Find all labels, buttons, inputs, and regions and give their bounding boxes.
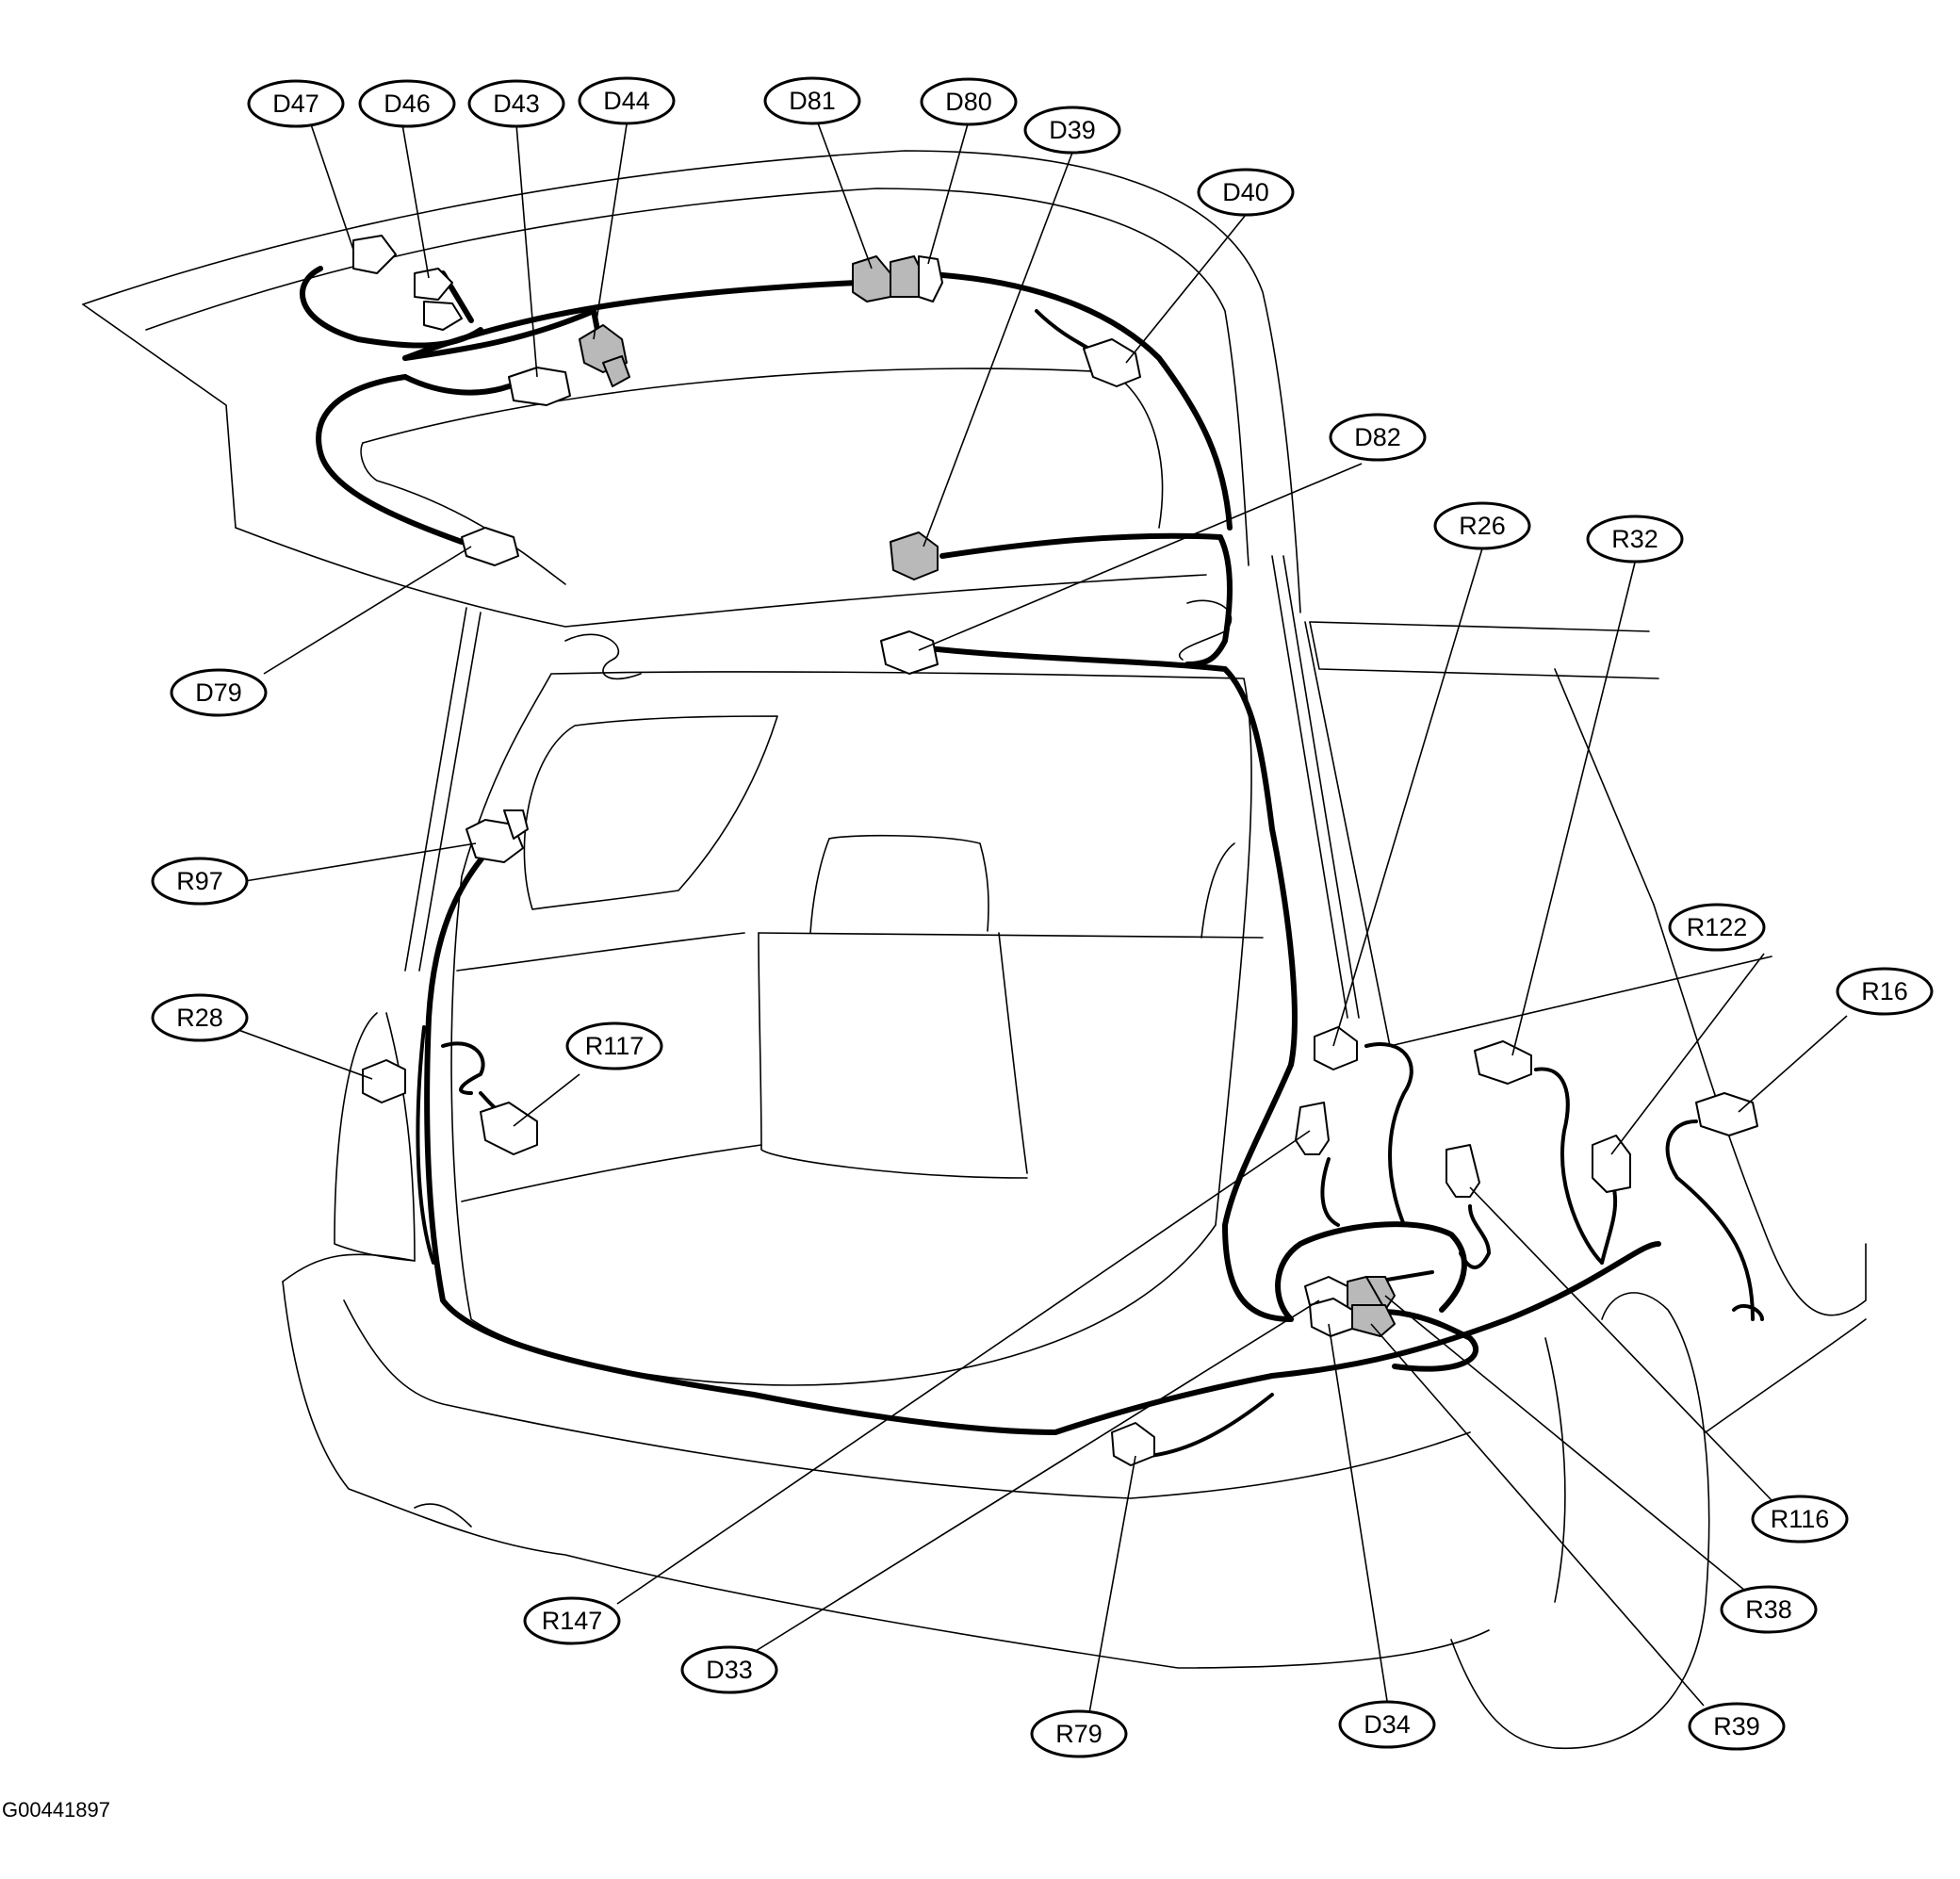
connector-r39	[1351, 1304, 1396, 1337]
callout-d47: D47	[247, 79, 345, 128]
callout-d82: D82	[1329, 413, 1427, 462]
connector-r147	[1295, 1102, 1330, 1155]
callout-d40: D40	[1197, 168, 1295, 217]
callout-d44: D44	[578, 76, 676, 125]
callout-d34: D34	[1338, 1700, 1436, 1749]
svg-text:D79: D79	[195, 678, 242, 707]
callout-d81: D81	[763, 76, 861, 125]
connector-r28	[362, 1059, 406, 1103]
callout-r122: R122	[1668, 903, 1766, 952]
svg-text:R32: R32	[1611, 525, 1658, 553]
svg-text:D40: D40	[1222, 178, 1269, 206]
svg-text:R97: R97	[176, 867, 223, 895]
callout-r117: R117	[565, 1021, 663, 1070]
connector-d47	[352, 235, 397, 274]
connector-r122	[1592, 1135, 1631, 1193]
harness-lines	[299, 266, 1764, 1458]
leader-lines	[237, 120, 1848, 1714]
callout-r116: R116	[1751, 1495, 1849, 1544]
svg-text:R116: R116	[1771, 1505, 1830, 1533]
svg-text:R122: R122	[1687, 913, 1748, 941]
svg-text:D81: D81	[789, 87, 836, 115]
svg-text:R38: R38	[1745, 1595, 1792, 1624]
callout-d80: D80	[920, 77, 1018, 126]
svg-text:R117: R117	[585, 1032, 645, 1060]
connector-r97	[466, 819, 524, 863]
svg-text:D43: D43	[493, 90, 540, 118]
callout-r97: R97	[151, 857, 249, 906]
svg-text:R26: R26	[1459, 512, 1506, 540]
connector-r16	[1695, 1092, 1758, 1136]
connector-d43	[508, 367, 571, 406]
callout-r147: R147	[523, 1596, 621, 1645]
connectors	[352, 235, 1758, 1466]
callout-d39: D39	[1023, 106, 1121, 155]
connector-r117	[480, 1102, 538, 1155]
callout-r79: R79	[1030, 1709, 1128, 1758]
callout-r26: R26	[1433, 501, 1531, 550]
svg-text:R16: R16	[1861, 977, 1908, 1005]
connector-r26	[1314, 1026, 1358, 1070]
callout-r38: R38	[1720, 1585, 1818, 1634]
callout-r39: R39	[1688, 1702, 1786, 1751]
callout-r16: R16	[1836, 967, 1934, 1016]
svg-text:R39: R39	[1713, 1712, 1760, 1740]
connector-r32	[1474, 1040, 1532, 1085]
svg-text:D33: D33	[706, 1656, 753, 1684]
svg-text:D46: D46	[384, 90, 431, 118]
callout-d46: D46	[358, 79, 456, 128]
callout-r32: R32	[1586, 515, 1684, 564]
connector-r116	[1446, 1144, 1480, 1198]
callout-d43: D43	[467, 79, 565, 128]
connector-d79	[461, 527, 519, 566]
svg-text:D47: D47	[272, 90, 319, 118]
svg-text:D80: D80	[945, 88, 992, 116]
connector-d80	[918, 255, 943, 302]
connector-d46	[414, 268, 453, 301]
svg-text:R147: R147	[542, 1607, 603, 1635]
callout-r28: R28	[151, 993, 249, 1042]
svg-text:R28: R28	[176, 1004, 223, 1032]
svg-text:D34: D34	[1364, 1710, 1411, 1739]
svg-text:D82: D82	[1354, 423, 1401, 451]
svg-text:D39: D39	[1049, 116, 1096, 144]
callout-d79: D79	[170, 668, 268, 717]
connector-d39	[890, 531, 939, 580]
callout-d33: D33	[680, 1645, 778, 1694]
figure-code: G00441897	[2, 1798, 110, 1822]
svg-text:R79: R79	[1055, 1720, 1102, 1748]
svg-text:D44: D44	[603, 87, 650, 115]
callouts: D47 D46 D43 D44 D81 D80 D39 D40 D82 D79 …	[151, 76, 1934, 1758]
connector-d40	[1083, 338, 1141, 387]
connector-d82	[880, 630, 939, 675]
vehicle-body-outline	[82, 150, 1867, 1750]
connector-r38	[1365, 1276, 1396, 1311]
connector-r79	[1111, 1422, 1155, 1466]
connector-d81	[852, 255, 891, 302]
